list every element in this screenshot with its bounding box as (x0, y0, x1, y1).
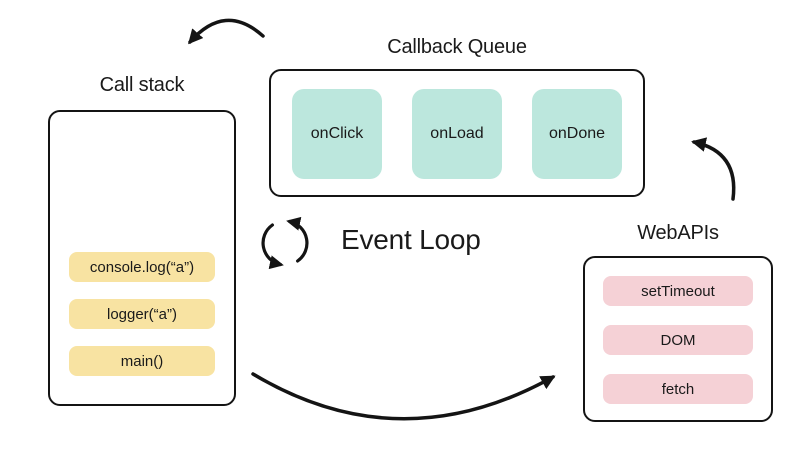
call-stack-frame: logger(“a”) (69, 299, 215, 329)
webapis-box: setTimeout DOM fetch (583, 256, 773, 422)
event-loop-label: Event Loop (341, 224, 481, 255)
webapi-item: setTimeout (603, 276, 753, 306)
callback-queue-item: onClick (292, 89, 382, 179)
call-stack-box: console.log(“a”) logger(“a”) main() (48, 110, 236, 406)
webapi-item: DOM (603, 325, 753, 355)
callback-queue-title: Callback Queue (387, 36, 527, 58)
call-stack-frame: console.log(“a”) (69, 252, 215, 282)
callback-queue-box: onClick onLoad onDone (269, 69, 645, 197)
webapi-item: fetch (603, 374, 753, 404)
callback-queue-item: onDone (532, 89, 622, 179)
cycle-arrows-icon (261, 216, 309, 270)
call-stack-items: console.log(“a”) logger(“a”) main() (50, 252, 234, 404)
webapis-items: setTimeout DOM fetch (585, 276, 771, 404)
call-stack-title: Call stack (99, 74, 185, 96)
call-stack-frame: main() (69, 346, 215, 376)
callback-queue-item: onLoad (412, 89, 502, 179)
arrow-callstack-to-webapis (251, 372, 556, 421)
arrow-queue-to-callstack (188, 18, 265, 45)
arrow-webapis-to-queue (691, 137, 736, 201)
webapis-title: WebAPIs (637, 222, 719, 244)
callback-queue-items: onClick onLoad onDone (271, 89, 643, 179)
